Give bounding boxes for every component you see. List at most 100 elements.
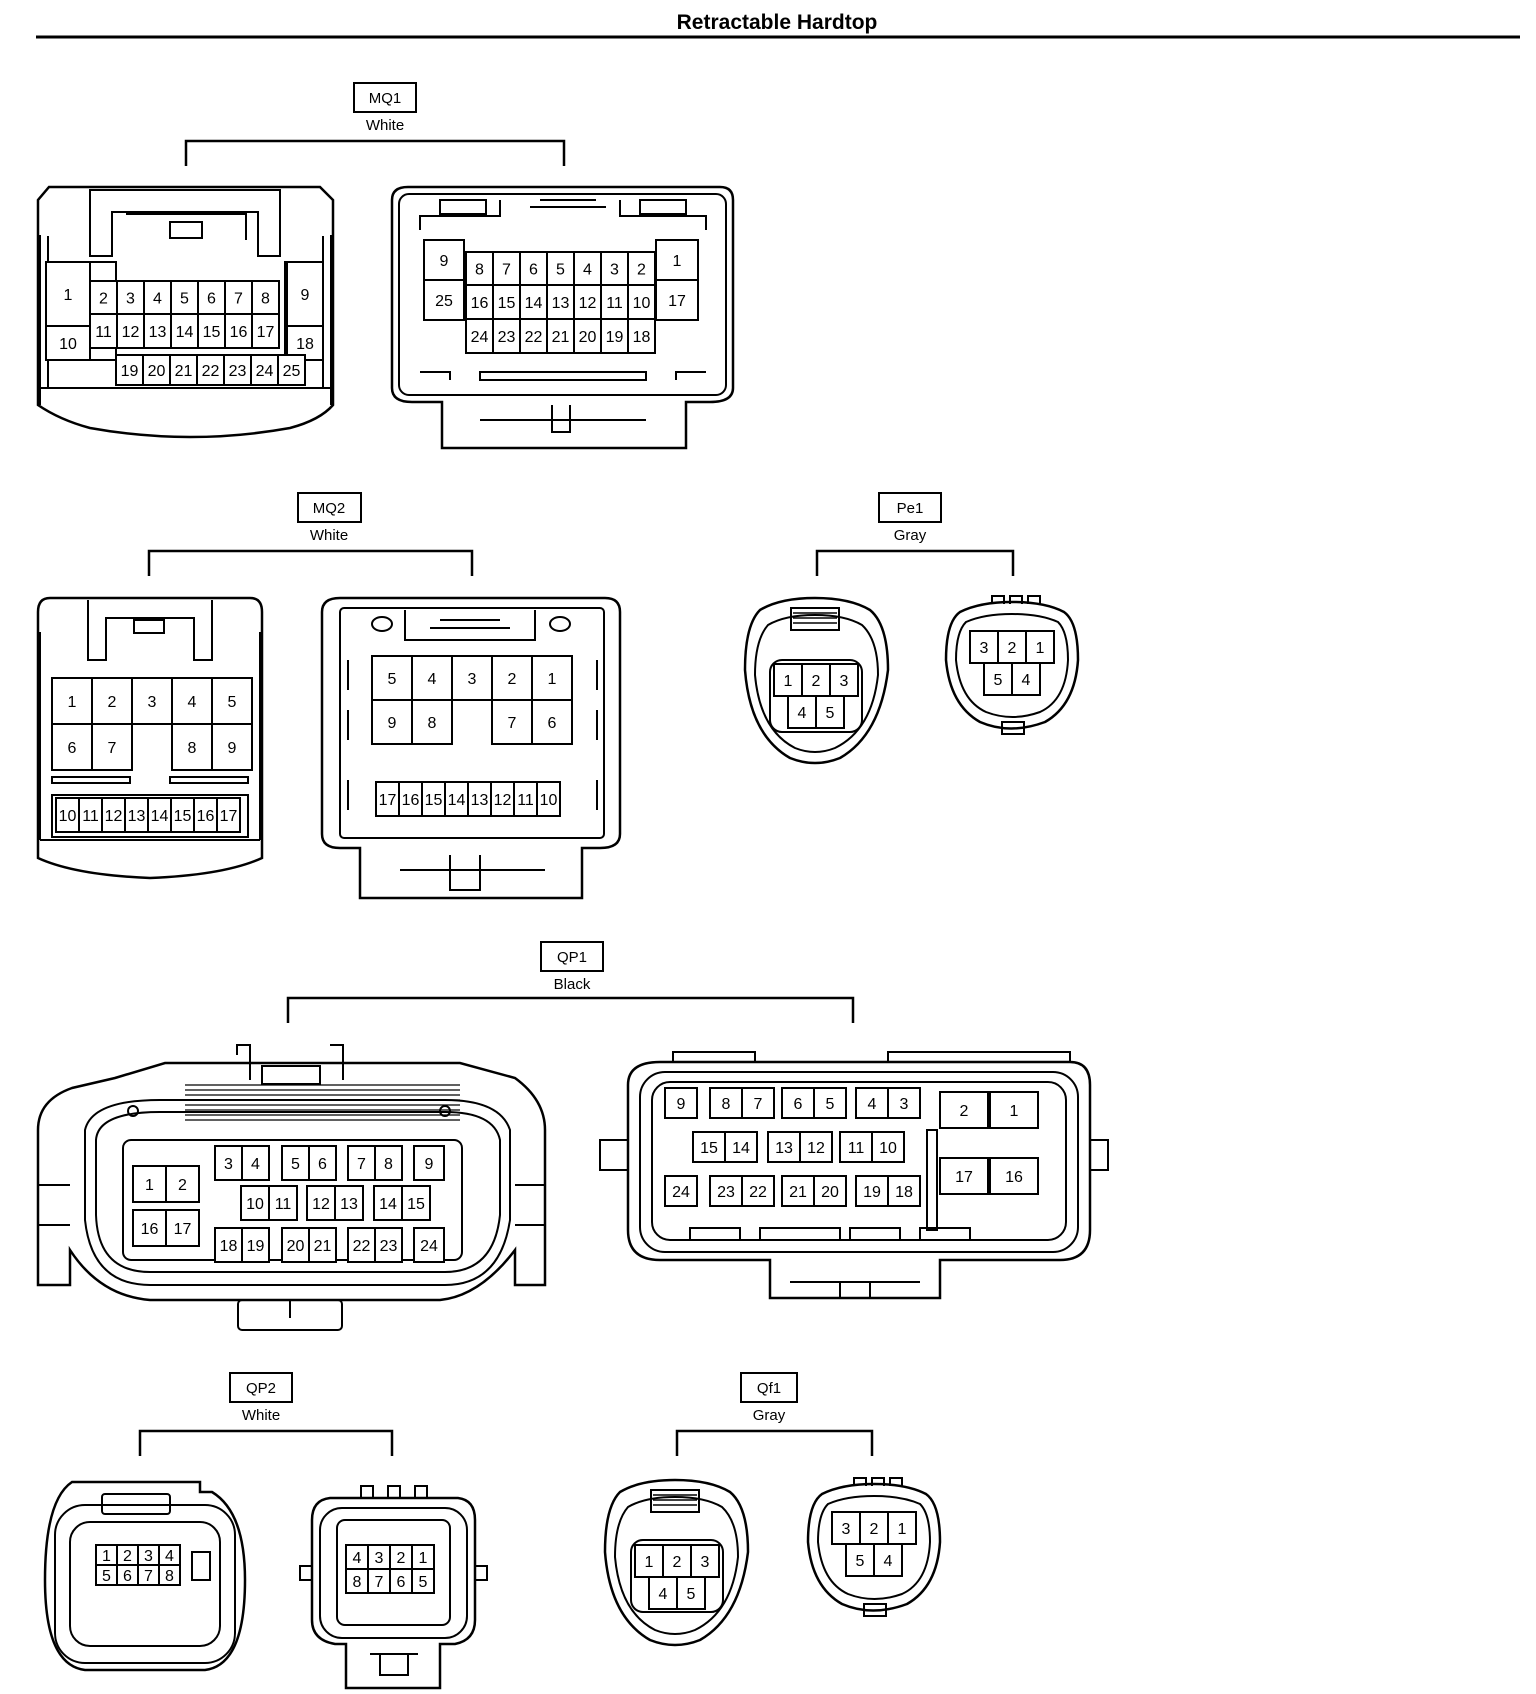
pin-cell: [709, 1175, 743, 1207]
pin-cell: [165, 1165, 200, 1203]
pin-number: 2: [108, 694, 117, 711]
pin-number: 22: [353, 1238, 371, 1255]
pin-number: 1: [419, 1550, 428, 1567]
pin-number: 2: [960, 1103, 969, 1120]
pin-cell: [873, 1543, 903, 1577]
pin-number: 10: [246, 1196, 264, 1213]
pin-number: 9: [677, 1096, 686, 1113]
pin-number: 2: [178, 1177, 187, 1194]
pin-cell: [573, 318, 602, 354]
pin-number: 2: [1008, 640, 1017, 657]
pin-number: 3: [468, 671, 477, 688]
pin-cell: [676, 1576, 706, 1610]
pin-number: 1: [1010, 1103, 1019, 1120]
pin-cell: [371, 699, 413, 745]
pin-number: 9: [388, 715, 397, 732]
pin-cell: [334, 1185, 364, 1221]
pin-number: 3: [126, 291, 135, 308]
connector-housing: [743, 596, 890, 765]
pin-number: 6: [794, 1096, 803, 1113]
pin-number: 16: [402, 792, 420, 809]
pin-number: 1: [645, 1554, 654, 1571]
connector-housing: [626, 1060, 1092, 1300]
pin-number: 13: [471, 792, 489, 809]
pin-number: 1: [784, 673, 793, 690]
pin-cell: [374, 1227, 403, 1263]
connector-color: White: [242, 1407, 280, 1424]
pin-number: 2: [123, 1548, 132, 1565]
pin-number: 22: [202, 363, 220, 380]
pin-number: 14: [448, 792, 466, 809]
pin-number: 4: [353, 1550, 362, 1567]
pin-number: 21: [552, 329, 570, 346]
pin-number: 23: [229, 363, 247, 380]
pin-cell: [546, 318, 575, 354]
pin-cell: [648, 1576, 678, 1610]
connector-label-box: [740, 1372, 798, 1403]
pin-number: 4: [188, 694, 197, 711]
pin-number: 5: [180, 291, 189, 308]
pin-number: 8: [428, 715, 437, 732]
connector-housing: [320, 596, 622, 900]
pin-number: 4: [659, 1586, 668, 1603]
pin-cell: [308, 1227, 337, 1263]
pin-number: 3: [148, 694, 157, 711]
pin-number: 5: [556, 262, 565, 279]
pin-number: 3: [610, 262, 619, 279]
pin-cell: [411, 699, 453, 745]
pin-cell: [664, 1175, 698, 1207]
pin-cell: [347, 1145, 376, 1181]
pin-number: 14: [176, 324, 194, 341]
pin-number: 2: [99, 291, 108, 308]
pin-number: 10: [540, 792, 558, 809]
pin-cell: [600, 318, 629, 354]
pin-number: 16: [1005, 1169, 1023, 1186]
connector-id: QP1: [557, 949, 587, 966]
pin-number: 19: [247, 1238, 265, 1255]
connector-label-box: [353, 82, 417, 113]
pin-number: 5: [826, 705, 835, 722]
pin-number: 18: [633, 329, 651, 346]
pin-cell: [216, 797, 241, 833]
pin-number: 19: [863, 1184, 881, 1201]
connector-id: MQ2: [313, 500, 346, 517]
pin-cell: [887, 1087, 921, 1119]
pin-number: 15: [407, 1196, 425, 1213]
pin-number: 20: [821, 1184, 839, 1201]
pin-number: 7: [508, 715, 517, 732]
pin-number: 17: [379, 792, 397, 809]
pin-cell: [241, 1227, 270, 1263]
pin-cell: [519, 318, 548, 354]
pin-cell: [989, 1091, 1039, 1129]
pin-cell: [492, 318, 521, 354]
pin-cell: [211, 677, 253, 725]
pin-cell: [634, 1544, 664, 1578]
pin-cell: [277, 354, 306, 386]
pin-cell: [536, 781, 561, 817]
pin-number: 14: [379, 1196, 397, 1213]
pin-number: 15: [174, 808, 192, 825]
connector-color: White: [366, 117, 404, 134]
pin-number: 4: [583, 262, 592, 279]
pin-number: 5: [826, 1096, 835, 1113]
pin-number: 23: [717, 1184, 735, 1201]
pin-number: 3: [224, 1156, 233, 1173]
pin-number: 3: [840, 673, 849, 690]
pin-number: 3: [144, 1548, 153, 1565]
pin-cell: [171, 677, 213, 725]
pin-number: 7: [108, 740, 117, 757]
pin-number: 21: [789, 1184, 807, 1201]
pin-number: 14: [732, 1140, 750, 1157]
pin-cell: [741, 1175, 775, 1207]
pin-number: 19: [121, 363, 139, 380]
